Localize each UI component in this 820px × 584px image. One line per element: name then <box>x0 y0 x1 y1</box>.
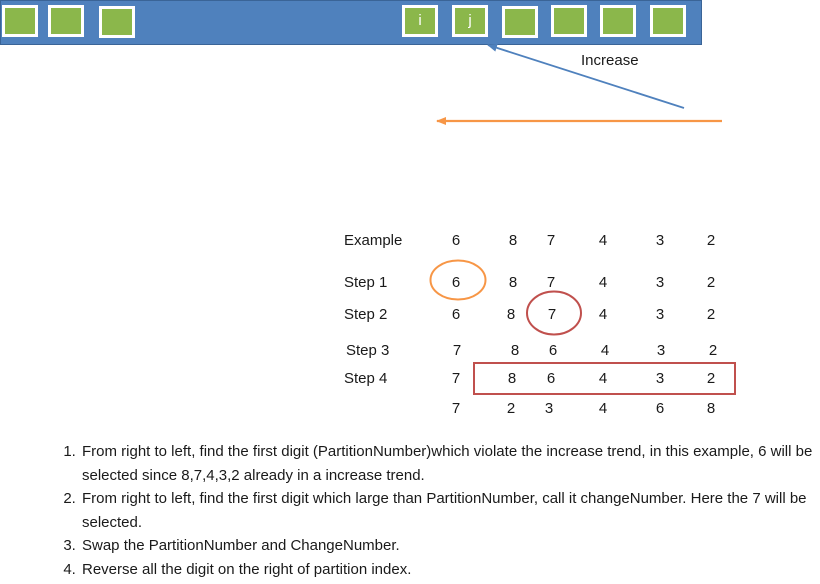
reverse-range-rect <box>473 362 736 395</box>
table-cell: 7 <box>546 274 556 291</box>
row-label-example: Example <box>344 232 403 249</box>
table-cell: 7 <box>451 400 461 417</box>
array-box-i: i <box>402 5 438 37</box>
table-cell: 7 <box>547 306 557 323</box>
step1-circle <box>429 259 487 301</box>
highlights-layer <box>429 259 736 395</box>
array-box <box>551 5 587 37</box>
table-cell: 7 <box>451 370 461 387</box>
table-cell: 8 <box>510 342 520 359</box>
array-box <box>99 6 135 38</box>
array-bar: i j <box>0 0 702 45</box>
table-cell: 8 <box>508 274 518 291</box>
table-cell: 8 <box>507 370 517 387</box>
table-cell: 6 <box>451 274 461 291</box>
table-cell: 4 <box>600 342 610 359</box>
table-cell: 2 <box>506 400 516 417</box>
table-cell: 6 <box>451 232 461 249</box>
table-cell: 4 <box>598 274 608 291</box>
array-box <box>2 5 38 37</box>
table-cell: 2 <box>708 342 718 359</box>
array-box <box>502 6 538 38</box>
algorithm-steps: From right to left, find the first digit… <box>50 440 820 581</box>
table-cell: 4 <box>598 400 608 417</box>
table-cell: 2 <box>706 370 716 387</box>
list-item: Swap the PartitionNumber and ChangeNumbe… <box>80 534 820 558</box>
table-cell: 3 <box>655 274 665 291</box>
table-cell: 3 <box>655 306 665 323</box>
list-item: Reverse all the digit on the right of pa… <box>80 558 820 582</box>
table-cell: 3 <box>544 400 554 417</box>
table-cell: 6 <box>546 370 556 387</box>
table-cell: 4 <box>598 306 608 323</box>
table-cell: 2 <box>706 274 716 291</box>
table-cell: 6 <box>655 400 665 417</box>
list-item: From right to left, find the first digit… <box>80 440 820 487</box>
array-box <box>48 5 84 37</box>
row-label-step3: Step 3 <box>346 342 390 359</box>
row-label-step4: Step 4 <box>344 370 388 387</box>
array-box-j: j <box>452 5 488 37</box>
table-cell: 3 <box>656 342 666 359</box>
table-cell: 7 <box>452 342 462 359</box>
list-item: From right to left, find the first digit… <box>80 487 820 534</box>
table-cell: 6 <box>548 342 558 359</box>
table-cell: 8 <box>508 232 518 249</box>
table-cell: 4 <box>598 370 608 387</box>
arrows-layer <box>436 43 722 125</box>
table-cell: 2 <box>706 232 716 249</box>
table-cell: 7 <box>546 232 556 249</box>
array-box <box>600 5 636 37</box>
table-cell: 2 <box>706 306 716 323</box>
array-box <box>650 5 686 37</box>
table-cell: 8 <box>506 306 516 323</box>
row-label-step1: Step 1 <box>344 274 388 291</box>
table-cell: 3 <box>655 370 665 387</box>
table-cell: 8 <box>706 400 716 417</box>
increase-label: Increase <box>581 52 639 69</box>
step2-circle <box>526 290 582 336</box>
table-cell: 3 <box>655 232 665 249</box>
row-label-step2: Step 2 <box>344 306 388 323</box>
table-cell: 4 <box>598 232 608 249</box>
table-cell: 6 <box>451 306 461 323</box>
increase-arrow <box>487 43 685 109</box>
